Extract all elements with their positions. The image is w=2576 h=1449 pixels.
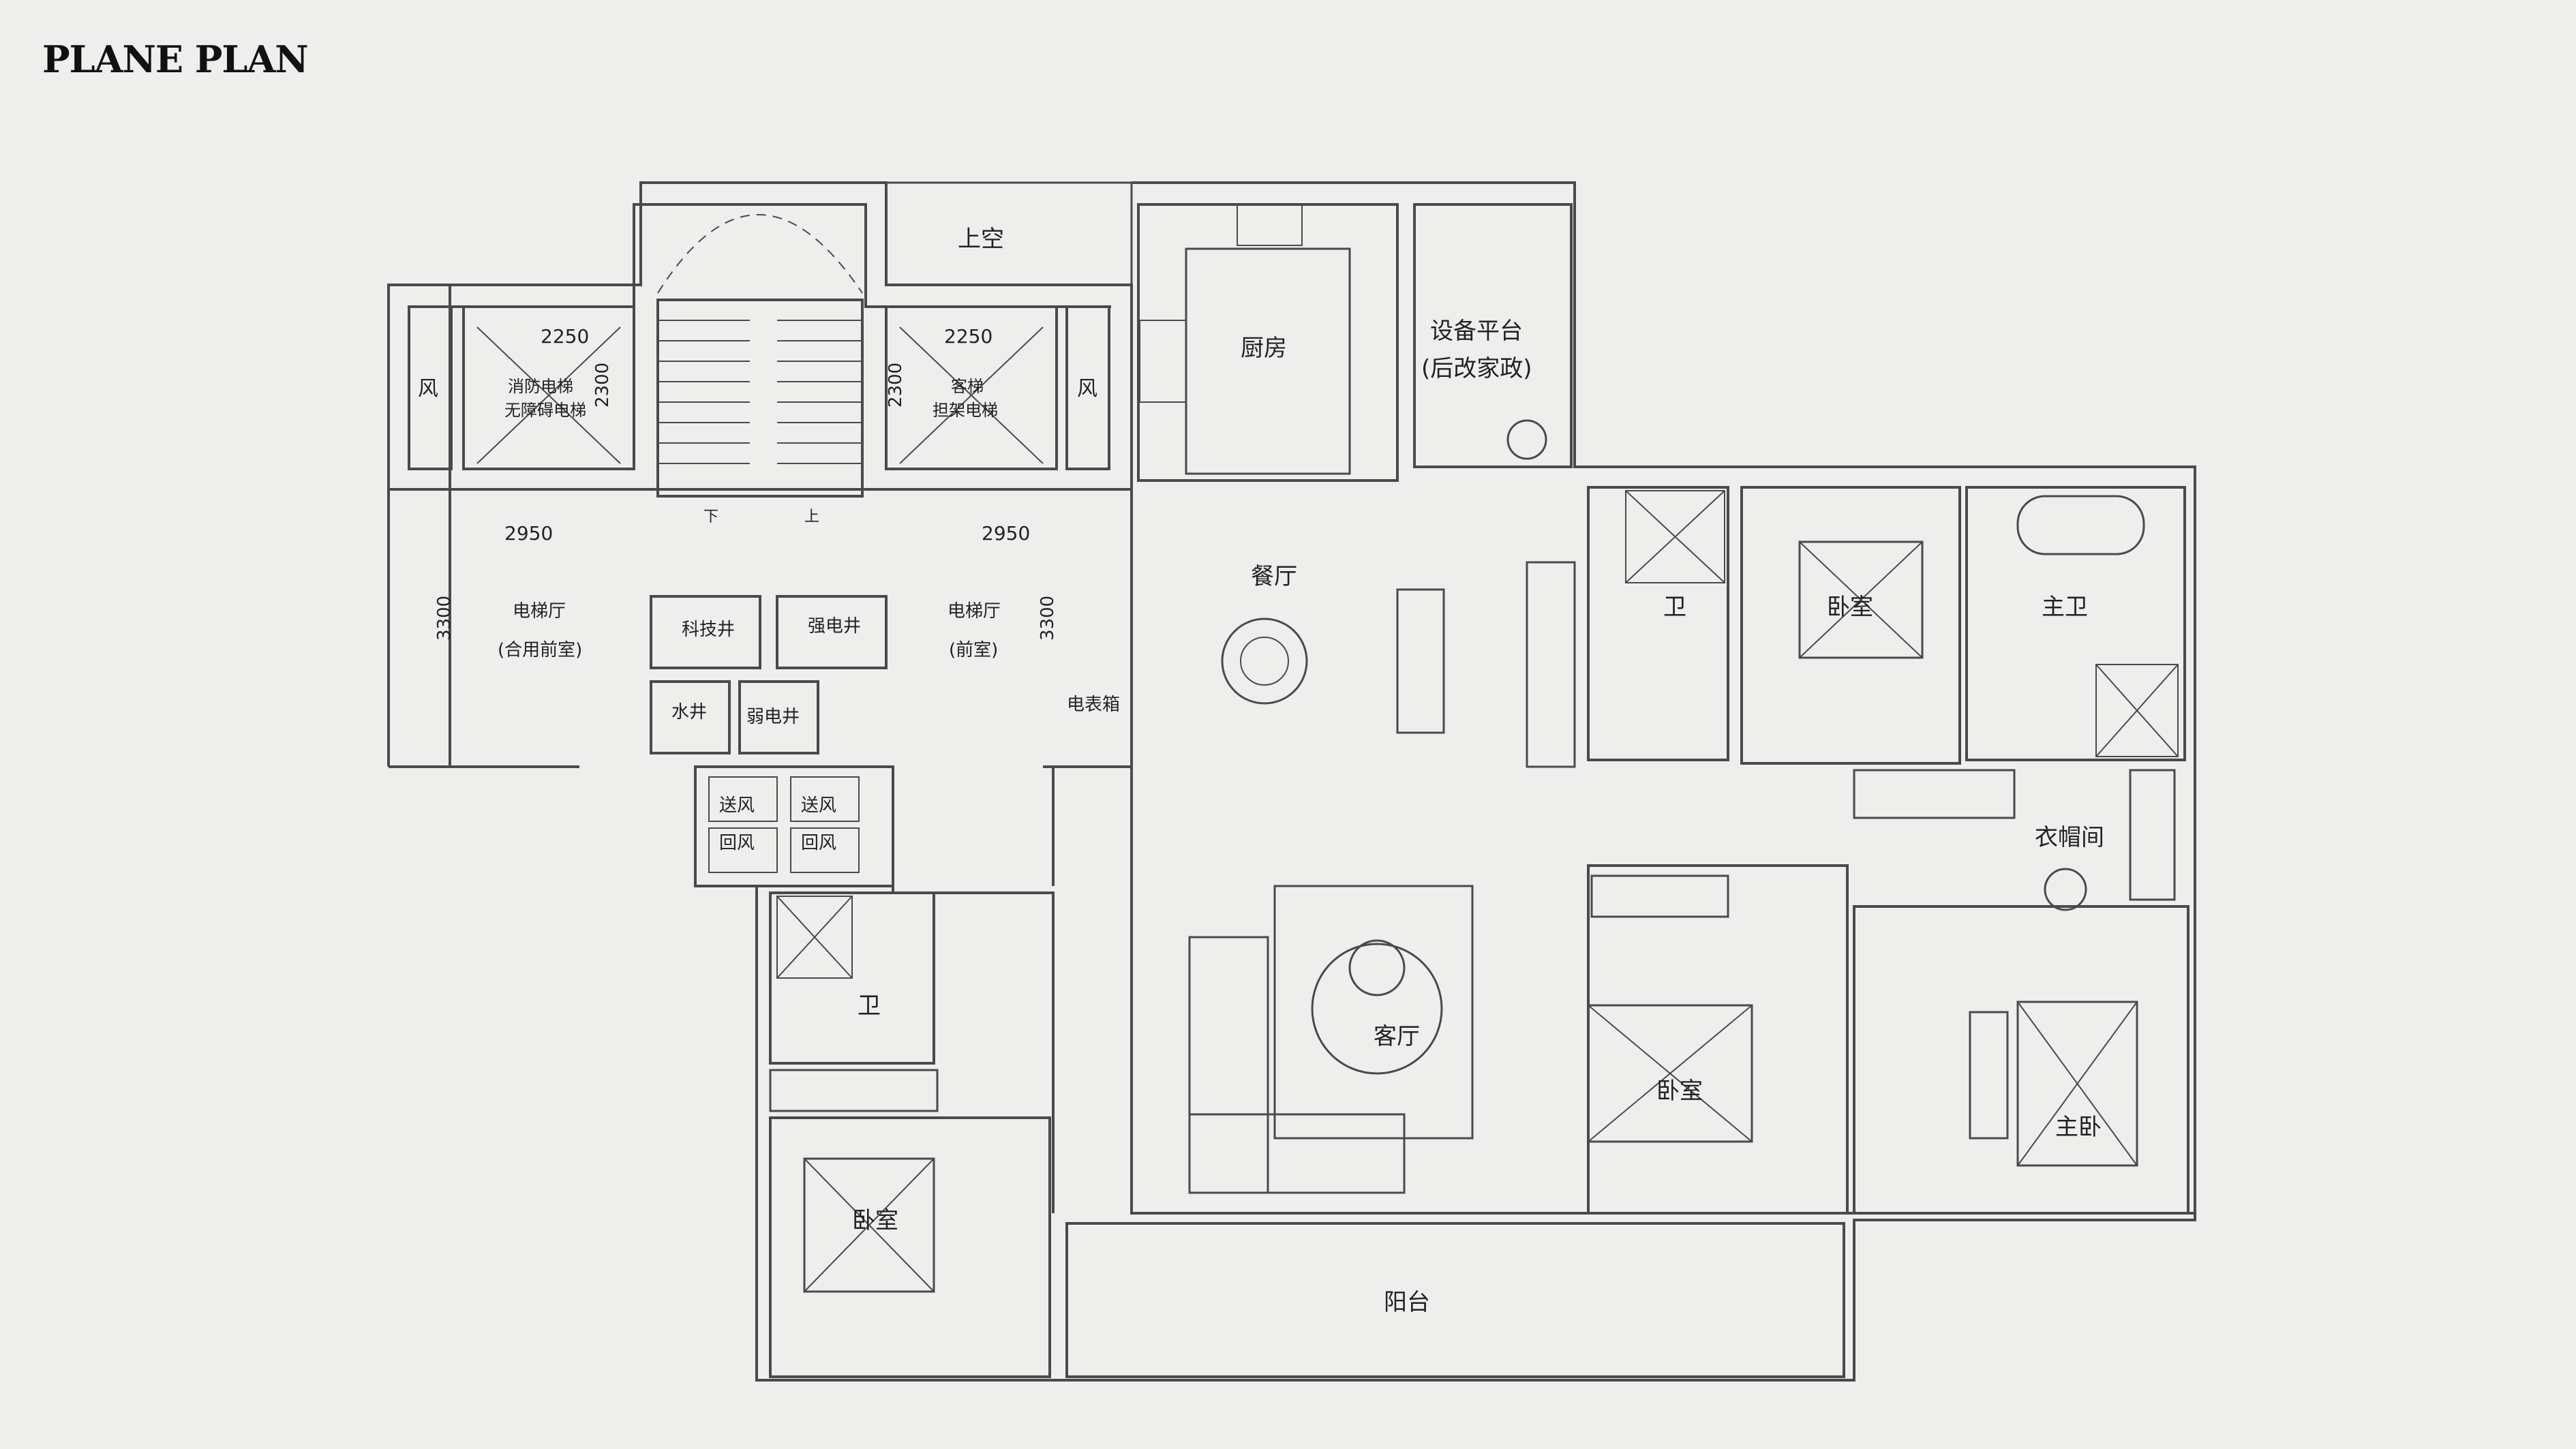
shower-mid <box>1625 490 1725 583</box>
coffee-table <box>1311 943 1443 1075</box>
dim-lobby-depth-2: 3300 <box>1037 596 1058 641</box>
master-bedroom <box>1853 905 2189 1215</box>
dim-elevator-width-2: 2250 <box>944 325 992 348</box>
dim-lobby-width-1: 2950 <box>504 522 553 545</box>
sideboard <box>1396 588 1445 734</box>
vent-label-left: 风 <box>418 377 438 401</box>
lobby-left-label-1: 电梯厅 <box>513 601 566 622</box>
elevator-label-passenger-2: 担架电梯 <box>933 401 998 420</box>
dim-lobby-width-2: 2950 <box>982 522 1030 545</box>
meter-box-label: 电表箱 <box>1067 695 1120 715</box>
elevator-label-passenger-1: 客梯 <box>951 377 984 396</box>
room-label-skylight: 上空 <box>958 226 1004 253</box>
tv-console <box>1969 1011 2009 1140</box>
bed-master <box>2016 1001 2138 1167</box>
stove <box>1139 320 1187 403</box>
room-label-master-bath: 主卫 <box>2042 594 2088 621</box>
dim-elevator-width-1: 2250 <box>541 325 589 348</box>
bath-mid <box>1587 486 1729 761</box>
skylight-void <box>885 181 1133 286</box>
weak-shaft-label: 弱电井 <box>746 707 800 727</box>
elevator-label-fire-1: 消防电梯 <box>508 377 573 396</box>
tech-shaft <box>650 595 761 669</box>
lobby-left-label-2: (合用前室) <box>498 640 582 660</box>
core-wall <box>389 488 1132 768</box>
supply-label-2: 送风 <box>801 795 836 816</box>
water-shaft-label: 水井 <box>671 702 707 722</box>
core-wall <box>409 203 1111 308</box>
stair-down-label: 下 <box>703 508 718 525</box>
stair-dashed-arc <box>657 214 863 294</box>
bathtub <box>2016 495 2145 555</box>
elevator-cross <box>476 326 1044 464</box>
core-wall <box>387 181 1133 767</box>
vent-shaft-right <box>1065 305 1110 470</box>
elevator-label-fire-2: 无障碍电梯 <box>504 401 586 420</box>
air-shaft-block <box>694 765 894 887</box>
room-label-bath-mid: 卫 <box>1663 594 1686 621</box>
sofa <box>1188 936 1269 1194</box>
weak-shaft <box>738 680 819 754</box>
return-label-2: 回风 <box>801 833 836 853</box>
stair-up-label: 上 <box>804 508 819 525</box>
elevator-shaft-passenger <box>885 305 1058 470</box>
closet-rack <box>1853 769 2016 819</box>
room-label-bedroom-top: 卧室 <box>1827 594 1873 621</box>
stair-treads <box>658 320 862 464</box>
room-label-master-bedroom: 主卧 <box>2055 1114 2102 1141</box>
page-title: PLANE PLAN <box>42 37 309 81</box>
bedroom-top <box>1740 486 1961 765</box>
shower-left <box>776 896 853 979</box>
staircase <box>656 299 864 498</box>
room-label-dining: 餐厅 <box>1251 563 1297 590</box>
dining-table <box>1221 617 1308 705</box>
strong-shaft-label: 强电井 <box>808 616 861 637</box>
bedroom-left <box>769 1116 1051 1378</box>
balcony <box>1065 1222 1845 1378</box>
shower-master <box>2095 664 2179 757</box>
wardrobe-col <box>1526 561 1576 768</box>
room-label-living: 客厅 <box>1374 1023 1420 1050</box>
washer <box>1506 419 1547 460</box>
bed-mid <box>1587 1004 1753 1143</box>
wardrobe-left <box>769 1069 939 1112</box>
room-label-equipment: 设备平台 <box>1430 318 1523 345</box>
supply-label-1: 送风 <box>719 795 755 816</box>
vent-shaft-left <box>408 305 453 470</box>
kitchen-sink <box>1237 204 1303 246</box>
closet-rack-right <box>2129 769 2176 901</box>
wardrobe-mid <box>1590 874 1729 918</box>
water-shaft <box>650 680 731 754</box>
closet-ottoman <box>2044 868 2087 911</box>
room-label-bedroom-mid: 卧室 <box>1656 1078 1703 1105</box>
sofa-chaise <box>1188 1113 1406 1194</box>
lobby-right-label-1: 电梯厅 <box>948 601 1001 622</box>
strong-shaft <box>776 595 888 669</box>
dim-lobby-depth-1: 3300 <box>434 596 455 641</box>
dim-elevator-depth-2: 2300 <box>885 363 906 408</box>
master-bath <box>1965 486 2186 761</box>
elevator-shaft-fire <box>462 305 635 470</box>
dim-elevator-depth-1: 2300 <box>592 363 613 408</box>
bed-left <box>803 1157 935 1293</box>
room-label-equipment-note: (后改家政) <box>1421 355 1532 382</box>
room-label-bath-left: 卫 <box>858 992 881 1020</box>
room-label-bedroom-left: 卧室 <box>852 1207 898 1234</box>
bed-top <box>1798 540 1924 659</box>
room-label-kitchen: 厨房 <box>1241 335 1287 362</box>
vent-label-right: 风 <box>1077 377 1097 401</box>
rug <box>1273 885 1474 1140</box>
lobby-right-label-2: (前室) <box>949 640 998 660</box>
bath-left <box>769 891 935 1065</box>
return-label-1: 回风 <box>719 833 755 853</box>
room-label-balcony: 阳台 <box>1384 1289 1430 1316</box>
tech-shaft-label: 科技井 <box>682 620 735 640</box>
room-label-closet: 衣帽间 <box>2035 824 2104 851</box>
equipment-platform <box>1413 203 1573 468</box>
